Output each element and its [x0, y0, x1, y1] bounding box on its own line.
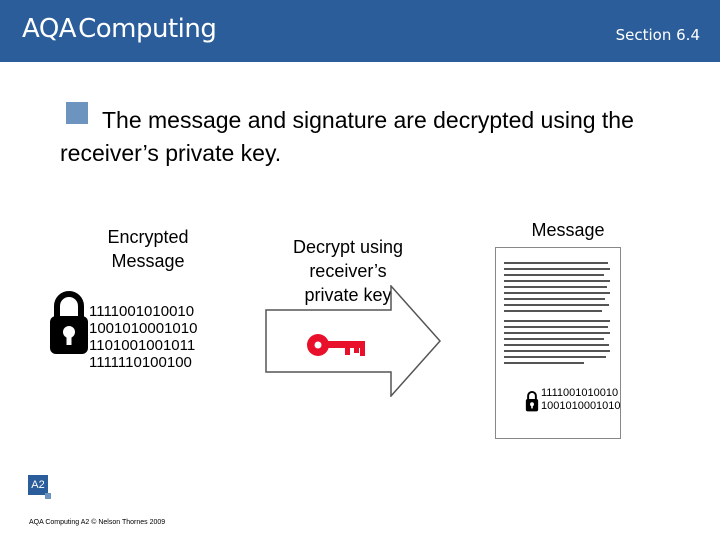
- encrypted-bits: 1111001010010 1001010001010 110100100101…: [89, 303, 197, 371]
- encrypted-bits-row: 1101001001011: [89, 337, 196, 354]
- aqa-computing-logo: AQAComputing: [22, 14, 217, 44]
- footer-copyright: AQA Computing A2 © Nelson Thornes 2009: [29, 519, 166, 526]
- doc-bits-row: 1111001010010: [541, 387, 619, 399]
- a2-badge-accent: [45, 493, 51, 499]
- encrypted-bits-row: 1111110100100: [89, 354, 192, 371]
- decrypt-arrow: [265, 285, 442, 397]
- encrypted-label-line1: Encrypted: [107, 227, 189, 247]
- doc-text-line: [504, 286, 607, 288]
- doc-text-line: [504, 350, 610, 352]
- doc-text-line: [504, 262, 608, 264]
- encrypted-bits-row: 1001010001010: [89, 320, 198, 337]
- doc-text-line: [504, 332, 610, 334]
- doc-text-line: [504, 326, 608, 328]
- bullet-square-icon: [66, 102, 88, 124]
- small-padlock-icon: [525, 390, 539, 412]
- padlock-icon: [50, 291, 88, 354]
- doc-text-line: [504, 310, 602, 312]
- bullet-text: The message and signature are decrypted …: [60, 107, 634, 166]
- encrypted-bits-row: 1111001010010: [89, 303, 195, 320]
- decrypt-label: Decrypt using receiver’s private key: [278, 235, 418, 307]
- encrypted-message-label: Encrypted Message: [88, 225, 208, 273]
- decrypted-document: [495, 247, 621, 439]
- doc-text-line: [504, 298, 605, 300]
- document-signature-bits: 1111001010010 1001010001010: [541, 387, 621, 413]
- doc-text-line: [504, 292, 610, 294]
- doc-text-line: [504, 274, 604, 276]
- doc-text-line: [504, 362, 584, 364]
- doc-text-line: [504, 280, 610, 282]
- logo-computing: Computing: [78, 14, 217, 44]
- decrypt-label-line2: receiver’s: [309, 261, 387, 281]
- doc-text-line: [504, 268, 610, 270]
- a2-badge: A2: [28, 475, 48, 495]
- decrypt-label-line1: Decrypt using: [292, 237, 404, 257]
- doc-bits-row: 1001010001010: [541, 400, 621, 412]
- message-label: Message: [531, 220, 605, 240]
- encrypted-label-line2: Message: [111, 251, 185, 271]
- doc-text-line: [504, 338, 604, 340]
- key-icon: [307, 334, 365, 356]
- header-bar: AQAComputing Section 6.4: [0, 0, 720, 62]
- section-label: Section 6.4: [615, 26, 700, 44]
- doc-text-line: [504, 320, 610, 322]
- logo-aqa: AQA: [22, 14, 77, 44]
- doc-text-line: [504, 304, 609, 306]
- decrypt-label-line3: private key: [304, 285, 392, 305]
- doc-text-line: [504, 344, 609, 346]
- doc-text-line: [504, 356, 606, 358]
